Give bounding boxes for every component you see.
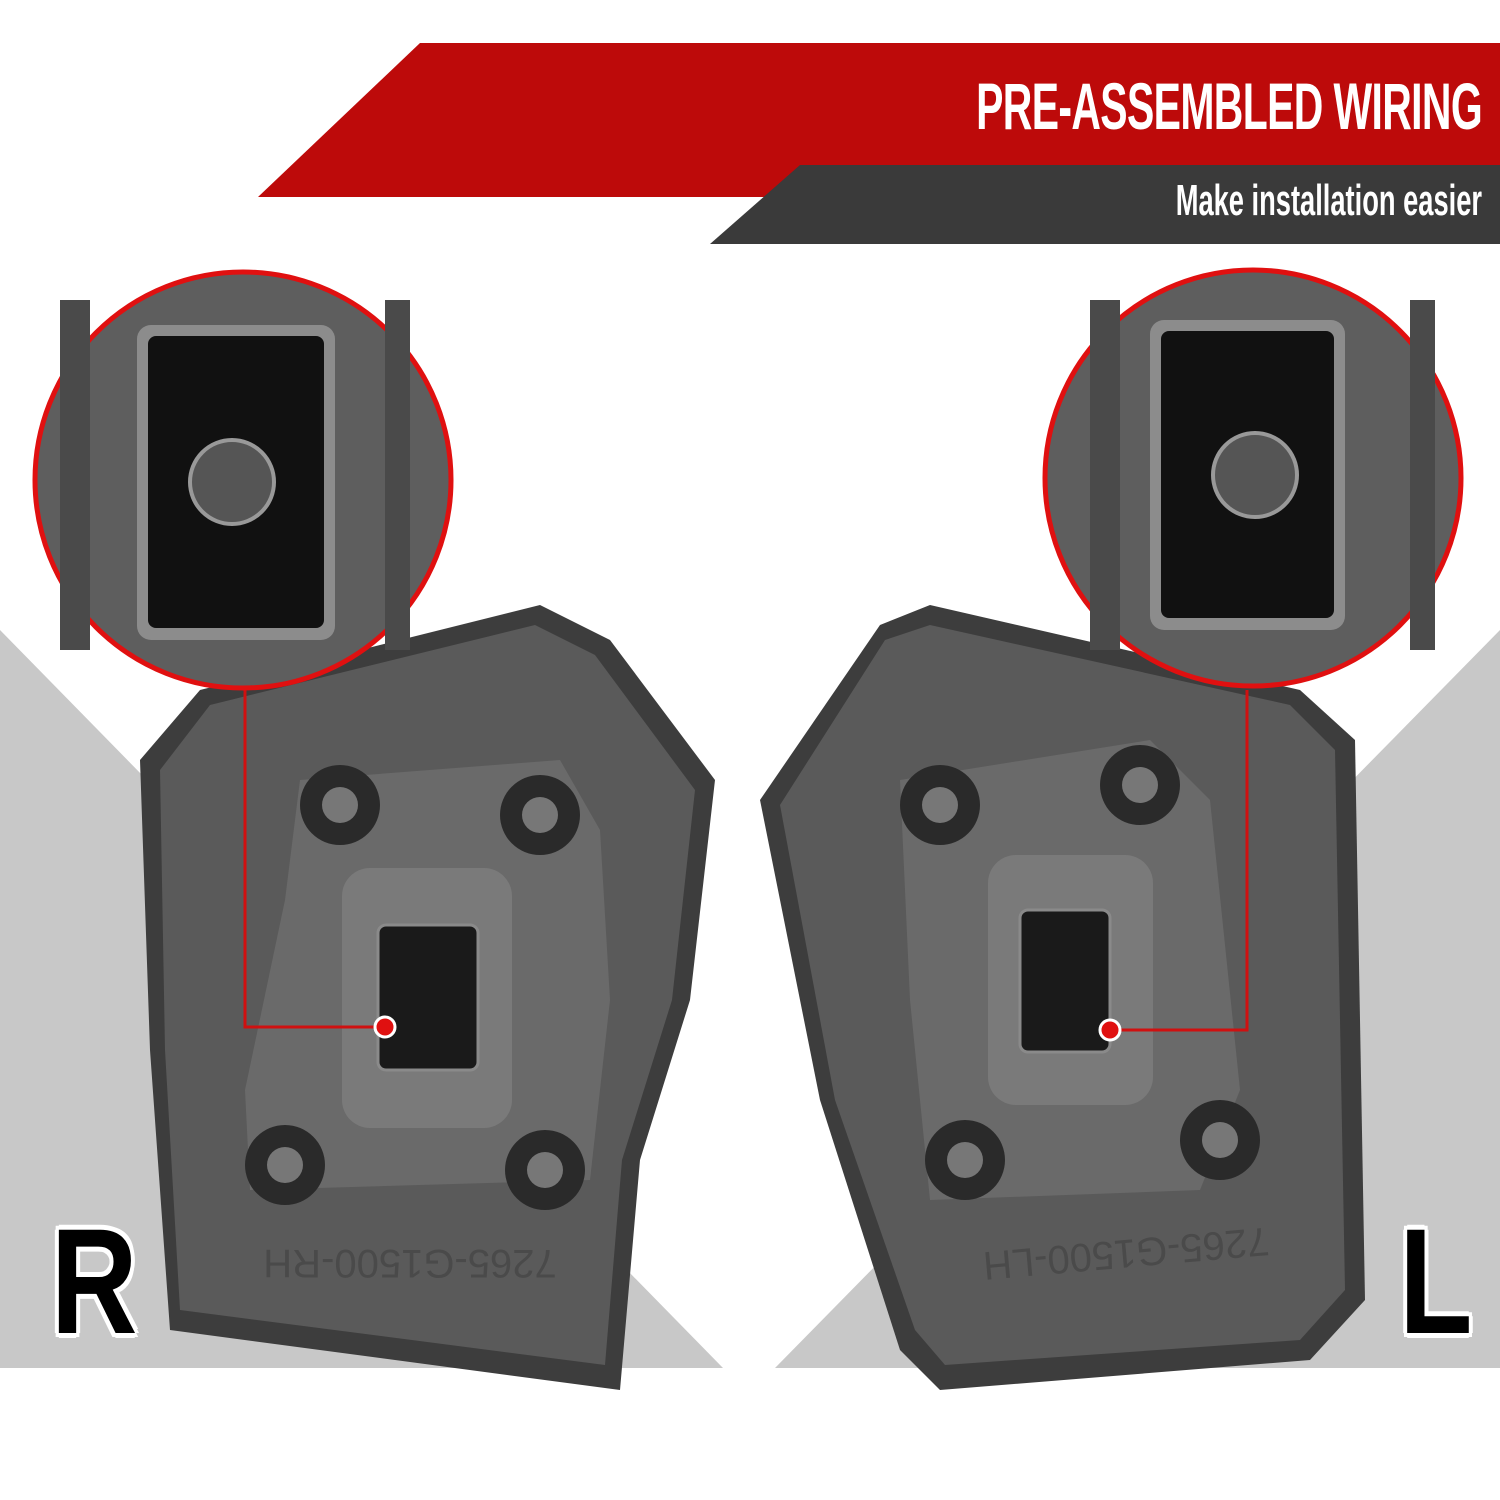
callout-dot-lh xyxy=(1098,1018,1122,1042)
callout-line-rh xyxy=(243,690,385,1029)
callout-dot-rh xyxy=(373,1015,397,1039)
connector-zoom-rh xyxy=(32,269,454,691)
red-banner xyxy=(258,43,1500,197)
banner-title: PRE-ASSEMBLED WIRING xyxy=(976,69,1483,143)
side-label-right: R xyxy=(50,1197,138,1365)
housing-lh xyxy=(760,605,1365,1390)
banner-subtitle: Make installation easier xyxy=(1175,176,1482,225)
part-marking-rh: 7265-G1500-RH xyxy=(263,1241,557,1285)
side-label-left: L xyxy=(1399,1197,1473,1365)
housing-rh xyxy=(140,605,715,1390)
callout-line-lh xyxy=(1110,690,1249,1032)
dark-banner xyxy=(710,165,1500,244)
connector-zoom-lh xyxy=(1042,267,1464,689)
